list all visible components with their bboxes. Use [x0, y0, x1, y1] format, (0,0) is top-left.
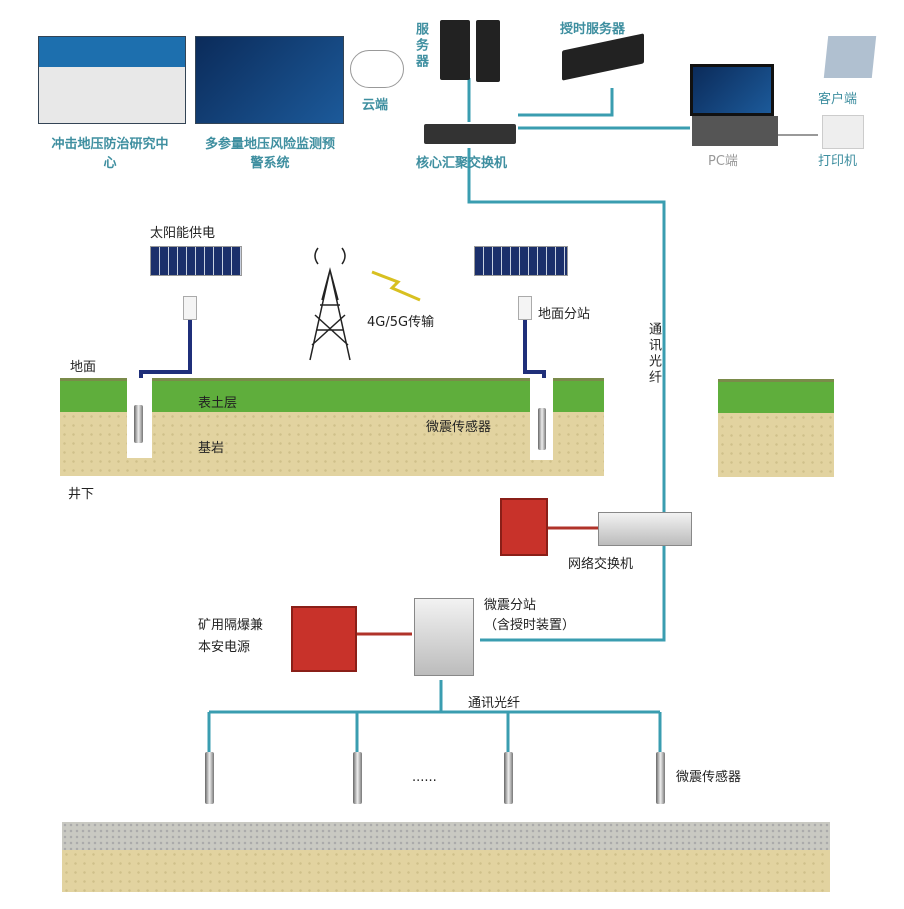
- substation-label-1: 微震分站: [484, 598, 537, 613]
- client-label: 客户端: [818, 92, 858, 107]
- seismic-sensor-icon: [656, 752, 665, 804]
- printer-label: 打印机: [818, 154, 858, 169]
- solar-panel-icon: [474, 246, 568, 276]
- network-switch-icon: [598, 512, 692, 546]
- underground-fiber-label: 通讯光纤: [468, 696, 521, 711]
- server-label: 服务器: [413, 22, 428, 70]
- pc-tower-icon: [692, 116, 778, 146]
- laptop-icon: [823, 36, 877, 78]
- time-server-label: 授时服务器: [560, 22, 626, 37]
- fiber-label-vertical: 通讯光纤: [646, 322, 661, 386]
- tower-icon: [309, 247, 351, 361]
- power-supply-icon: [500, 498, 548, 556]
- seismic-sensor-icon: [205, 752, 214, 804]
- network-switch-label: 网络交换机: [568, 557, 634, 572]
- borehole-sensor-icon: [134, 405, 143, 443]
- wireless-label: 4G/5G传输: [367, 315, 435, 330]
- station-label: 地面分站: [538, 307, 591, 322]
- borehole-sensor-icon: [538, 408, 546, 450]
- ellipsis: ......: [412, 770, 437, 785]
- power-label-1: 矿用隔爆兼: [198, 618, 264, 633]
- timeserver-switch-link: [518, 88, 614, 117]
- seismic-sensor-icon: [353, 752, 362, 804]
- rock-layer: [62, 850, 830, 892]
- roadway-floor: [62, 822, 830, 850]
- underground-label: 井下: [68, 487, 95, 502]
- station-box-icon: [183, 296, 197, 320]
- substation-label-2: （含授时装置）: [484, 618, 576, 633]
- bedrock-layer: [60, 412, 604, 476]
- cloud-label: 云端: [362, 98, 389, 113]
- topsoil-layer: [718, 379, 834, 416]
- system-label: 多参量地压风险监测预警系统: [204, 137, 335, 171]
- printer-icon: [822, 115, 864, 149]
- pc-monitor-icon: [690, 64, 774, 116]
- substation-icon: [414, 598, 474, 676]
- topsoil-label: 表土层: [198, 396, 238, 411]
- solar-panel-icon: [150, 246, 242, 276]
- seismic-sensor-icon: [504, 752, 513, 804]
- warning-system-screen-image: [195, 36, 344, 124]
- station-box-icon: [518, 296, 532, 320]
- power-label-2: 本安电源: [198, 640, 251, 655]
- ground-label: 地面: [70, 360, 97, 375]
- server-icon: [476, 20, 500, 82]
- pc-label: PC端: [708, 154, 738, 169]
- research-center-image: [38, 36, 186, 124]
- underground-sensor-label: 微震传感器: [676, 770, 742, 785]
- cloud-icon: [350, 50, 404, 88]
- core-switch-label: 核心汇聚交换机: [416, 156, 508, 171]
- explosion-proof-power-icon: [291, 606, 357, 672]
- backbone-fiber: [467, 148, 666, 512]
- server-icon: [440, 20, 470, 80]
- fiber-to-substation: [480, 528, 666, 642]
- bedrock-label: 基岩: [198, 441, 225, 456]
- solar-label: 太阳能供电: [150, 226, 216, 241]
- center-label: 冲击地压防治研究中心: [51, 137, 169, 171]
- bedrock-layer: [718, 413, 834, 477]
- surface-sensor-label: 微震传感器: [426, 420, 492, 435]
- wireless-bolt-icon: [371, 270, 421, 302]
- substation-sensor-bus: [207, 680, 662, 752]
- core-switch-icon: [424, 124, 516, 144]
